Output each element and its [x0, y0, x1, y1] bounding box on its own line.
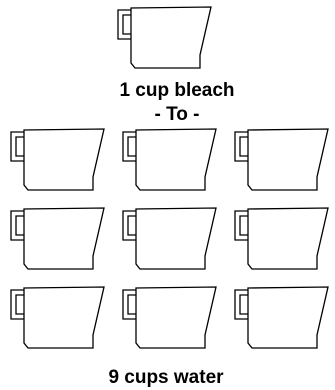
water-amount-label: 9 cups water: [108, 367, 224, 388]
bleach-amount-label: 1 cup bleach: [119, 80, 234, 101]
measuring-cup-icon: [118, 7, 211, 68]
measuring-cup-icon: [11, 129, 104, 190]
measuring-cup-icon: [123, 129, 216, 190]
measuring-cup-icon: [123, 287, 216, 348]
measuring-cup-icon: [235, 129, 328, 190]
measuring-cup-icon: [235, 208, 328, 269]
bleach-cup-group: [118, 7, 211, 68]
to-separator-label: - To -: [154, 104, 199, 125]
measuring-cup-icon: [123, 208, 216, 269]
water-cup-grid: [11, 129, 328, 348]
measuring-cup-icon: [235, 287, 328, 348]
measuring-cup-icon: [11, 208, 104, 269]
measuring-cup-icon: [11, 287, 104, 348]
